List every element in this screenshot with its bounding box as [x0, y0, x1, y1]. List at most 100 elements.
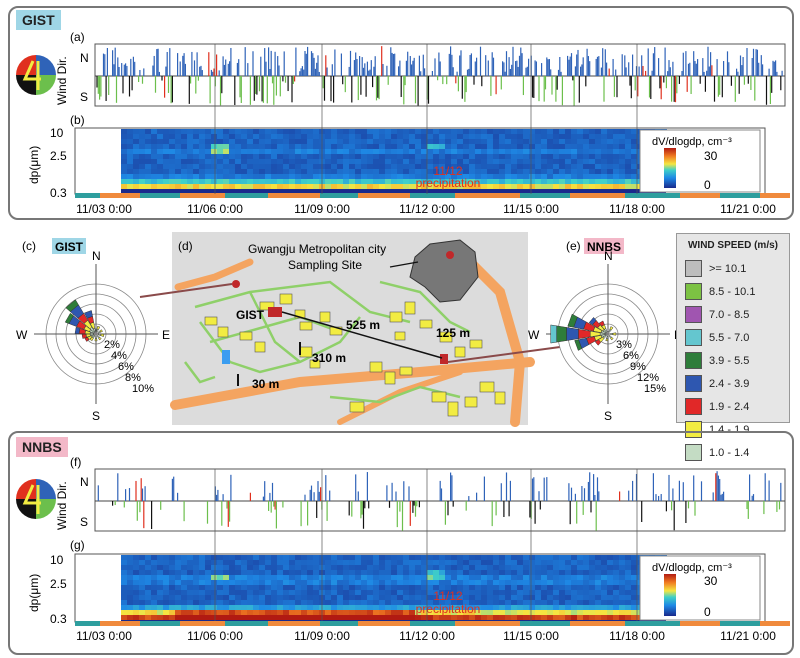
heatmap-cell [127, 184, 133, 189]
time-band-segment [680, 621, 720, 626]
heatmap-cell [235, 570, 241, 575]
heatmap-cell [463, 164, 469, 169]
heatmap-cell [391, 144, 397, 149]
heatmap-cell [403, 595, 409, 600]
heatmap-cell [577, 129, 583, 134]
heatmap-cell [505, 560, 511, 565]
heatmap-cell [625, 139, 631, 144]
wind-dir-north-label-f: N [80, 475, 89, 489]
heatmap-cell [139, 144, 145, 149]
heatmap-cell [367, 149, 373, 154]
heatmap-cell [367, 565, 373, 570]
heatmap-cell [313, 585, 319, 590]
heatmap-cell [523, 555, 529, 560]
heatmap-cell [463, 605, 469, 610]
heatmap-cell [451, 600, 457, 605]
heatmap-cell [541, 600, 547, 605]
heatmap-cell [145, 184, 151, 189]
heatmap-cell [601, 159, 607, 164]
heatmap-cell [151, 615, 157, 620]
heatmap-cell [559, 134, 565, 139]
heatmap-cell [487, 580, 493, 585]
heatmap-cell [595, 615, 601, 620]
heatmap-cell [259, 595, 265, 600]
heatmap-cell [421, 575, 427, 580]
heatmap-cell [397, 144, 403, 149]
heatmap-cell [253, 164, 259, 169]
heatmap-cell [271, 565, 277, 570]
heatmap-cell [403, 179, 409, 184]
heatmap-cell [577, 565, 583, 570]
heatmap-cell [241, 164, 247, 169]
wind-legend-swatch [685, 306, 702, 323]
heatmap-cell [163, 129, 169, 134]
heatmap-cell [331, 134, 337, 139]
heatmap-cell [181, 605, 187, 610]
heatmap-cell [457, 154, 463, 159]
time-tick-label: 11/15 0:00 [503, 629, 559, 643]
heatmap-cell [259, 565, 265, 570]
heatmap-cell [463, 169, 469, 174]
heatmap-cell [175, 580, 181, 585]
heatmap-cell [181, 129, 187, 134]
gwangju-city-outline [409, 239, 479, 303]
nnbs-site-building [440, 354, 448, 364]
heatmap-cell [589, 169, 595, 174]
heatmap-cell [463, 174, 469, 179]
heatmap-cell [505, 169, 511, 174]
heatmap-cell [271, 605, 277, 610]
heatmap-cell [337, 590, 343, 595]
heatmap-cell [259, 585, 265, 590]
heatmap-cell [265, 610, 271, 615]
heatmap-cell [481, 179, 487, 184]
heatmap-cell [391, 134, 397, 139]
heatmap-cell [559, 595, 565, 600]
heatmap-cell [607, 149, 613, 154]
heatmap-cell [571, 555, 577, 560]
heatmap-cell [271, 174, 277, 179]
heatmap-cell [187, 565, 193, 570]
heatmap-cell [529, 585, 535, 590]
heatmap-cell [373, 585, 379, 590]
heatmap-cell [139, 610, 145, 615]
heatmap-cell [625, 154, 631, 159]
heatmap-cell [493, 555, 499, 560]
heatmap-cell [181, 179, 187, 184]
heatmap-cell [487, 139, 493, 144]
heatmap-cell [379, 600, 385, 605]
heatmap-cell [187, 555, 193, 560]
heatmap-cell [193, 580, 199, 585]
heatmap-cell [331, 144, 337, 149]
heatmap-cell [355, 154, 361, 159]
heatmap-cell [439, 159, 445, 164]
dp-tick-2.5: 2.5 [50, 149, 67, 163]
heatmap-cell [487, 590, 493, 595]
heatmap-cell [331, 570, 337, 575]
heatmap-cell [493, 585, 499, 590]
map-building [259, 301, 275, 311]
heatmap-cell [295, 174, 301, 179]
heatmap-cell [403, 184, 409, 189]
heatmap-cell [559, 179, 565, 184]
heatmap-cell [127, 585, 133, 590]
heatmap-cell [517, 580, 523, 585]
heatmap-cell [571, 184, 577, 189]
wind-legend-item: 5.5 - 7.0 [677, 326, 789, 349]
heatmap-cell [625, 615, 631, 620]
heatmap-cell [493, 560, 499, 565]
heatmap-cell [253, 565, 259, 570]
heatmap-cell [349, 605, 355, 610]
heatmap-cell [127, 575, 133, 580]
heatmap-cell [517, 159, 523, 164]
heatmap-cell [307, 129, 313, 134]
heatmap-cell [535, 555, 541, 560]
heatmap-cell [349, 580, 355, 585]
heatmap-cell [541, 164, 547, 169]
heatmap-cell [139, 179, 145, 184]
heatmap-cell [145, 149, 151, 154]
heatmap-cell [541, 560, 547, 565]
heatmap-cell [169, 600, 175, 605]
heatmap-cell [547, 179, 553, 184]
heatmap-cell [631, 560, 637, 565]
